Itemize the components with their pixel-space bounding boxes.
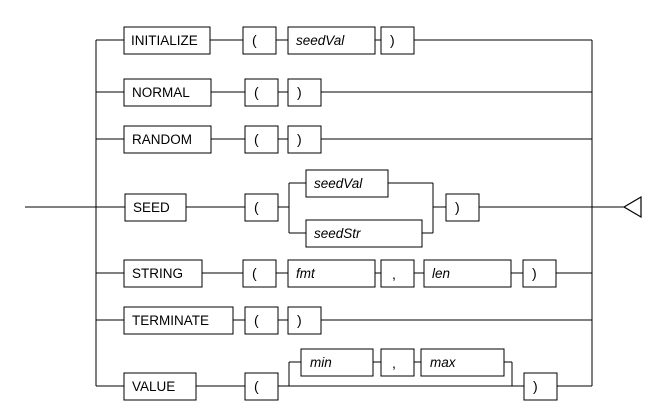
alternative-value: VALUE ( min , max ): [96, 348, 592, 401]
normal-lparen-box[interactable]: [244, 78, 279, 107]
initialize-seedval-label: seedVal: [296, 33, 345, 48]
alternative-terminate: TERMINATE ( ): [96, 306, 592, 335]
normal-keyword-box[interactable]: [123, 78, 212, 107]
string-fmt-box[interactable]: [287, 259, 376, 288]
value-keyword-box[interactable]: [123, 372, 197, 401]
value-max-box[interactable]: [420, 348, 505, 377]
string-comma-label: ,: [392, 266, 396, 282]
seed-rparen-label: ): [455, 199, 460, 215]
terminate-keyword-label: TERMINATE: [132, 313, 209, 328]
value-min-label: min: [310, 355, 332, 370]
string-lparen-box[interactable]: [242, 259, 277, 288]
initialize-keyword-label: INITIALIZE: [131, 33, 198, 48]
string-rparen-label: ): [532, 265, 537, 281]
string-rparen-box[interactable]: [522, 259, 557, 288]
string-keyword-box[interactable]: [123, 259, 203, 288]
exit-arrow-icon: [622, 195, 642, 219]
seed-seedval-label: seedVal: [314, 176, 363, 191]
entry-rail-group: [25, 40, 97, 386]
terminate-lparen-box[interactable]: [244, 306, 279, 335]
initialize-rparen-box[interactable]: [380, 26, 415, 55]
normal-rparen-box[interactable]: [287, 78, 322, 107]
normal-keyword-label: NORMAL: [132, 85, 190, 100]
alternative-string: STRING ( fmt , len ): [96, 259, 592, 288]
alternative-seed: SEED ( seedVal seedStr ): [96, 169, 592, 248]
string-len-box[interactable]: [423, 259, 512, 288]
initialize-lparen-label: (: [252, 32, 257, 48]
string-len-label: len: [432, 266, 450, 281]
value-rparen-label: ): [533, 378, 538, 394]
seed-rparen-box[interactable]: [445, 193, 480, 222]
seed-lparen-box[interactable]: [244, 193, 279, 222]
value-max-label: max: [430, 355, 457, 370]
random-keyword-label: RANDOM: [132, 132, 192, 147]
string-comma-box[interactable]: [380, 259, 415, 288]
initialize-seedval-box[interactable]: [287, 26, 376, 55]
terminate-lparen-label: (: [254, 312, 259, 328]
value-comma-label: ,: [392, 355, 396, 371]
value-lparen-label: (: [254, 378, 259, 394]
seed-seedstr-label: seedStr: [314, 226, 361, 241]
value-comma-box[interactable]: [380, 348, 415, 377]
alternative-random: RANDOM ( ): [96, 125, 592, 154]
terminate-rparen-box[interactable]: [287, 306, 322, 335]
string-fmt-label: fmt: [296, 266, 316, 281]
normal-rparen-label: ): [297, 84, 302, 100]
initialize-rparen-label: ): [390, 32, 395, 48]
terminate-keyword-box[interactable]: [123, 306, 234, 335]
initialize-lparen-box[interactable]: [242, 26, 277, 55]
string-lparen-label: (: [252, 265, 257, 281]
seed-seedstr-box[interactable]: [305, 219, 423, 248]
alternative-normal: NORMAL ( ): [96, 78, 592, 107]
value-rparen-box[interactable]: [523, 372, 558, 401]
seed-lparen-label: (: [254, 199, 259, 215]
random-lparen-label: (: [254, 131, 259, 147]
random-rparen-box[interactable]: [287, 125, 322, 154]
value-lparen-box[interactable]: [244, 372, 279, 401]
seed-seedval-box[interactable]: [305, 169, 389, 198]
random-rparen-label: ): [297, 131, 302, 147]
random-lparen-box[interactable]: [244, 125, 279, 154]
normal-lparen-label: (: [254, 84, 259, 100]
value-keyword-label: VALUE: [132, 379, 175, 394]
seed-keyword-label: SEED: [133, 200, 170, 215]
alternative-initialize: INITIALIZE ( seedVal ): [96, 26, 592, 55]
string-keyword-label: STRING: [132, 266, 183, 281]
exit-rail-group: [591, 40, 642, 386]
terminate-rparen-label: ): [297, 312, 302, 328]
